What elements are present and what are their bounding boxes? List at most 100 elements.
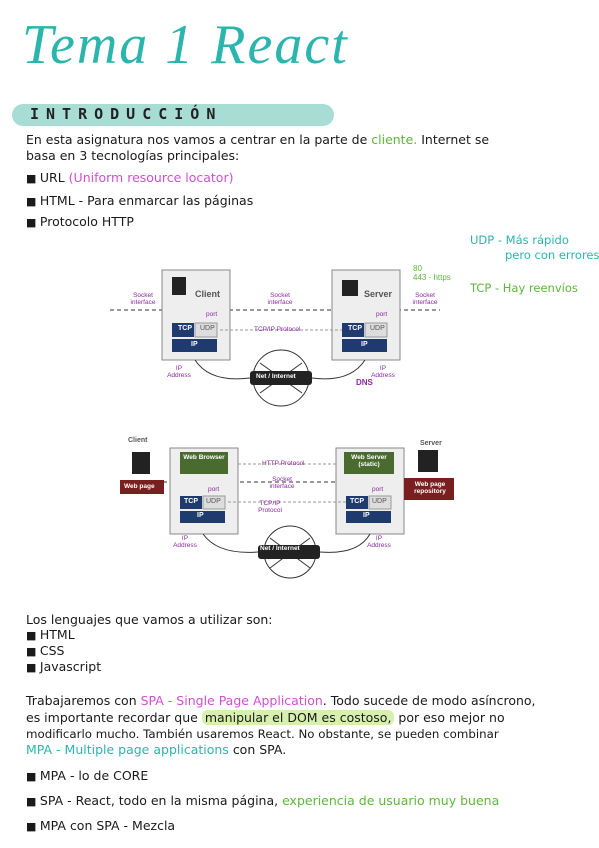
- language-item: ■ CSS: [26, 643, 65, 660]
- bullet-pink: (Uniform resource locator): [68, 170, 234, 185]
- web-browser-block: [180, 452, 228, 474]
- bullet-text: MPA - lo de CORE: [39, 768, 149, 783]
- bullet-text: URL: [39, 170, 69, 185]
- user-icon: [132, 452, 150, 474]
- server-label: Server: [420, 440, 442, 447]
- spa-line-4: MPA - Multiple page applications con SPA…: [26, 742, 286, 758]
- port-label: port: [206, 311, 218, 318]
- tcp-block: [342, 323, 364, 337]
- server-label: Server: [364, 289, 393, 299]
- server-link: [311, 359, 366, 380]
- bullet-dot: ■: [26, 770, 40, 783]
- spa-text: Trabajaremos con: [26, 693, 137, 708]
- note-udp-1: UDP - Más rápido: [470, 233, 569, 247]
- ip-address-label: IP Address: [173, 535, 197, 549]
- ip-label: IP: [361, 341, 368, 348]
- spa-bullet-3: ■ MPA con SPA - Mezcla: [26, 818, 175, 835]
- tcp-label: TCP: [184, 498, 198, 505]
- ip-address-label: IP Address: [367, 535, 391, 549]
- bullet-html: ■ HTML - Para enmarcar las páginas: [26, 193, 253, 210]
- spa-line-3: modificarlo mucho. También usaremos Reac…: [26, 727, 499, 741]
- section-highlight: [12, 104, 334, 126]
- spa-term: SPA - Single Page Application: [140, 693, 323, 708]
- ip-block: [172, 339, 217, 352]
- user-icon: [172, 277, 186, 295]
- socket-label-mid: Socket interface: [267, 292, 293, 306]
- spa-bullet-1: ■ MPA - lo de CORE: [26, 768, 148, 785]
- section-title: INTRODUCCIÓN: [30, 105, 223, 123]
- language-item: ■ Javascript: [26, 659, 101, 676]
- tcpip-label: TCP/IP Protocol: [258, 500, 282, 514]
- spa-text: . Todo sucede de modo asíncrono,: [322, 693, 536, 708]
- bullet-dot: ■: [26, 216, 40, 229]
- udp-block: [202, 495, 226, 510]
- spa-line-1: Trabajaremos con SPA - Single Page Appli…: [26, 693, 536, 709]
- bullet-url: ■ URL (Uniform resource locator): [26, 170, 233, 187]
- ip-label: IP: [191, 341, 198, 348]
- spa-text: por eso mejor no: [398, 710, 505, 725]
- repo-block: [404, 478, 454, 500]
- web-page-block: [120, 480, 164, 494]
- language-text: Javascript: [39, 659, 102, 674]
- net-label-bg: [258, 545, 320, 559]
- http-label: HTTP Protocol: [262, 460, 305, 467]
- language-text: HTML: [39, 627, 75, 642]
- udp-block: [194, 322, 218, 338]
- ip-block: [346, 511, 391, 523]
- languages-intro: Los lenguajes que vamos a utilizar son:: [26, 612, 273, 627]
- bullet-green: experiencia de usuario muy buena: [282, 793, 500, 808]
- web-server-diagram: [120, 447, 454, 579]
- note-dns: DNS: [356, 378, 373, 387]
- web-server-block: [344, 452, 394, 474]
- client-label: Client: [128, 437, 148, 444]
- web-page-label: Web page: [124, 483, 155, 490]
- server-link: [319, 533, 371, 553]
- ip-address-label: IP Address: [371, 365, 395, 379]
- web-server-label: Web Server (static): [351, 454, 387, 468]
- mpa-term: MPA - Multiple page applications: [26, 742, 229, 757]
- udp-block: [368, 495, 392, 510]
- intro-text-b: Internet se: [421, 132, 490, 147]
- udp-label: UDP: [206, 498, 221, 505]
- udp-label: UDP: [372, 498, 387, 505]
- tcp-block: [172, 323, 194, 337]
- intro-line-1: En esta asignatura nos vamos a centrar e…: [26, 132, 596, 148]
- tcp-label: TCP: [348, 325, 362, 332]
- bullet-dot: ■: [26, 645, 40, 658]
- spa-bullet-2: ■ SPA - React, todo en la misma página, …: [26, 793, 499, 810]
- socket-label: Socket interface: [269, 476, 295, 490]
- tcp-label: TCP: [178, 325, 192, 332]
- bullet-text: MPA con SPA - Mezcla: [39, 818, 176, 833]
- net-label: Net / Internet: [256, 373, 296, 380]
- intro-cliente: cliente.: [371, 132, 418, 147]
- ip-block: [342, 339, 387, 352]
- bullet-text: Protocolo HTTP: [39, 214, 134, 229]
- server-icon: [418, 450, 438, 472]
- note-tcp: TCP - Hay reenvíos: [470, 281, 578, 295]
- note-udp-2: pero con errores: [505, 248, 599, 262]
- client-link: [194, 359, 251, 380]
- spa-text: es importante recordar que: [26, 710, 198, 725]
- bullet-dot: ■: [26, 172, 40, 185]
- note-port-443: 443 - https: [413, 273, 451, 282]
- client-label: Client: [195, 289, 221, 299]
- tcp-block: [180, 496, 202, 509]
- dom-highlight: manipular el DOM es costoso,: [201, 710, 395, 725]
- ip-address-label: IP Address: [167, 365, 191, 379]
- protocol-label: TCP/IP Protocol: [254, 326, 301, 333]
- tcp-label: TCP: [350, 498, 364, 505]
- ip-label: IP: [197, 512, 204, 519]
- ip-label: IP: [363, 512, 370, 519]
- bullet-http: ■ Protocolo HTTP: [26, 214, 134, 231]
- note-port-80: 80: [413, 264, 422, 273]
- port-label: port: [376, 311, 388, 318]
- bullet-dot: ■: [26, 629, 40, 642]
- port-label: port: [372, 486, 384, 493]
- bullet-dot: ■: [26, 820, 40, 833]
- socket-label-right: Socket interface: [412, 292, 438, 306]
- server-icon: [342, 280, 358, 296]
- udp-label: UDP: [200, 325, 215, 332]
- bullet-text: HTML - Para enmarcar las páginas: [39, 193, 254, 208]
- client-link: [202, 533, 259, 553]
- client-server-diagram: [110, 269, 440, 407]
